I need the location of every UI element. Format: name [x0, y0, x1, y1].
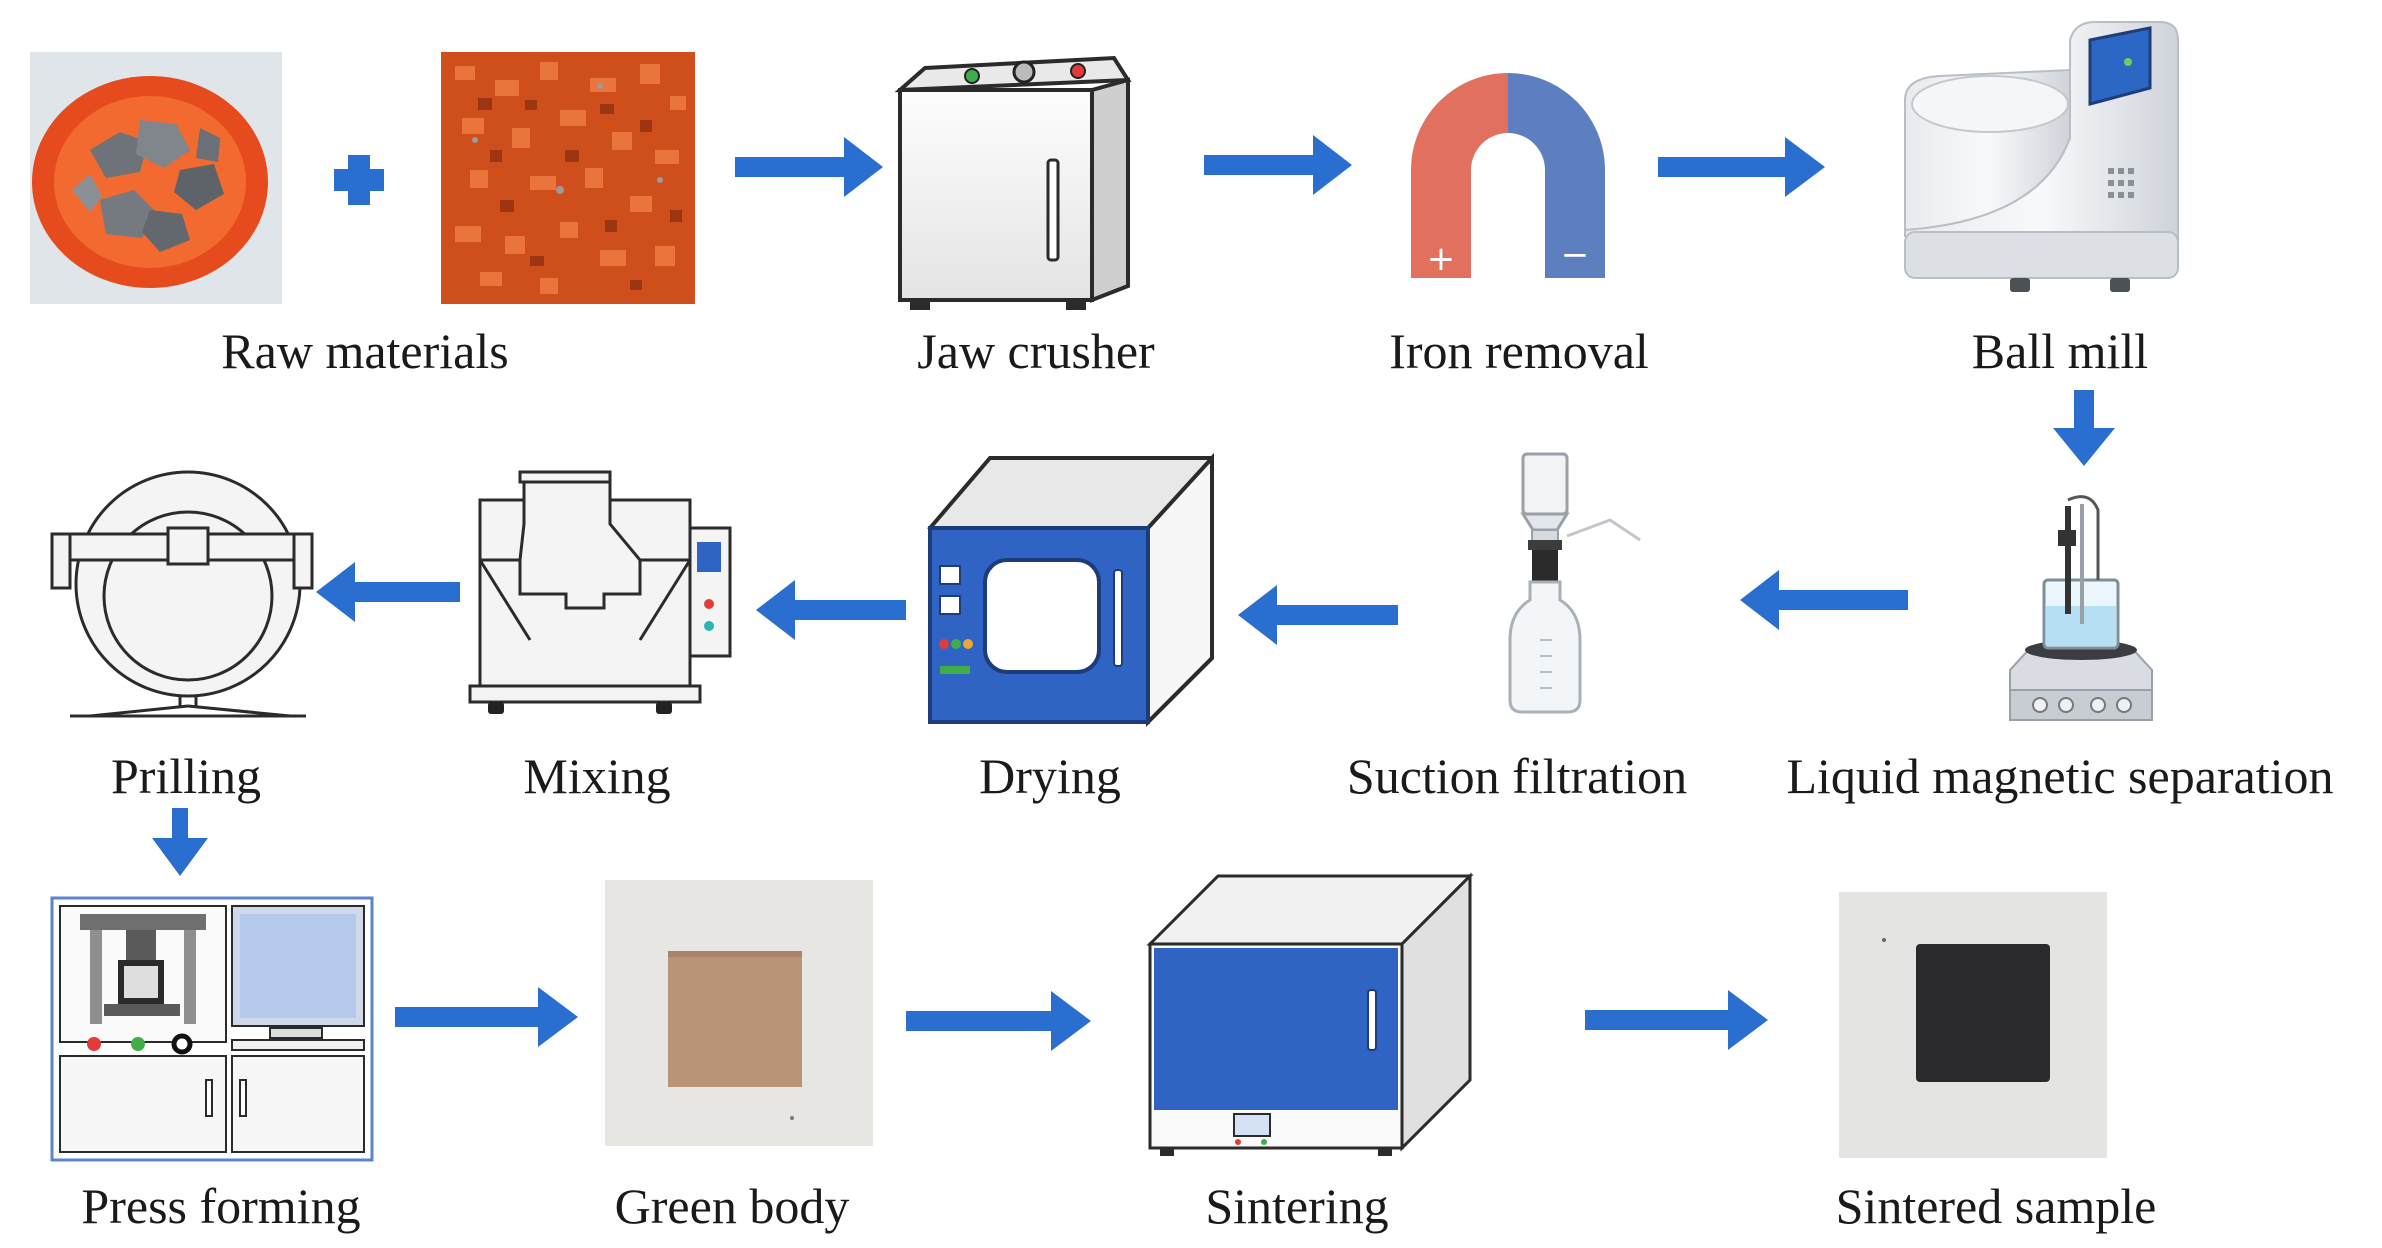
magnetic-stirrer-icon — [2009, 495, 2153, 721]
flow-arrow — [1585, 990, 1768, 1050]
jaw-crusher-icon — [894, 55, 1132, 310]
plus-icon — [334, 155, 384, 205]
step-label-suction-filtration: Suction filtration — [1346, 748, 1688, 804]
ball-mill-icon — [1904, 21, 2179, 292]
flow-arrow — [395, 987, 578, 1047]
step-label-sintered-sample: Sintered sample — [1835, 1178, 2157, 1234]
step-label-sintering: Sintering — [1205, 1178, 1389, 1234]
sintering-furnace-icon — [1146, 872, 1474, 1156]
flow-arrow — [1204, 135, 1352, 195]
flow-arrow — [735, 137, 883, 197]
mixer-icon — [468, 470, 732, 714]
flow-arrow — [316, 562, 460, 622]
raw-material-particles-image — [441, 52, 695, 304]
flow-arrow — [152, 808, 208, 876]
step-label-green-body: Green body — [614, 1178, 850, 1234]
positive-pole-label: + — [1427, 239, 1456, 279]
drying-oven-icon — [927, 452, 1214, 727]
press-forming-machine-icon — [50, 896, 374, 1162]
step-label-iron-removal: Iron removal — [1389, 323, 1649, 379]
step-label-drying: Drying — [979, 748, 1121, 804]
step-label-raw-materials: Raw materials — [221, 323, 509, 379]
step-label-press-forming: Press forming — [81, 1178, 361, 1234]
sintered-sample-photo — [1839, 892, 2107, 1158]
step-label-liquid-magnetic-separation: Liquid magnetic separation — [1786, 748, 2334, 804]
negative-pole-label: − — [1561, 235, 1590, 275]
green-body-photo — [605, 880, 873, 1146]
flow-arrow — [756, 580, 906, 640]
raw-material-stones-image — [30, 52, 282, 304]
flow-arrow — [2053, 390, 2115, 466]
flow-arrow — [1238, 585, 1398, 645]
flow-arrow — [906, 991, 1091, 1051]
step-label-jaw-crusher: Jaw crusher — [917, 323, 1155, 379]
step-label-mixing: Mixing — [523, 748, 671, 804]
step-label-prilling: Prilling — [110, 748, 262, 804]
prilling-machine-icon — [50, 470, 314, 718]
flow-arrow — [1740, 570, 1908, 630]
flow-arrow — [1658, 137, 1825, 197]
suction-filtration-icon — [1508, 452, 1641, 714]
step-label-ball-mill: Ball mill — [1971, 323, 2149, 379]
horseshoe-magnet-icon: + − — [1411, 73, 1605, 279]
